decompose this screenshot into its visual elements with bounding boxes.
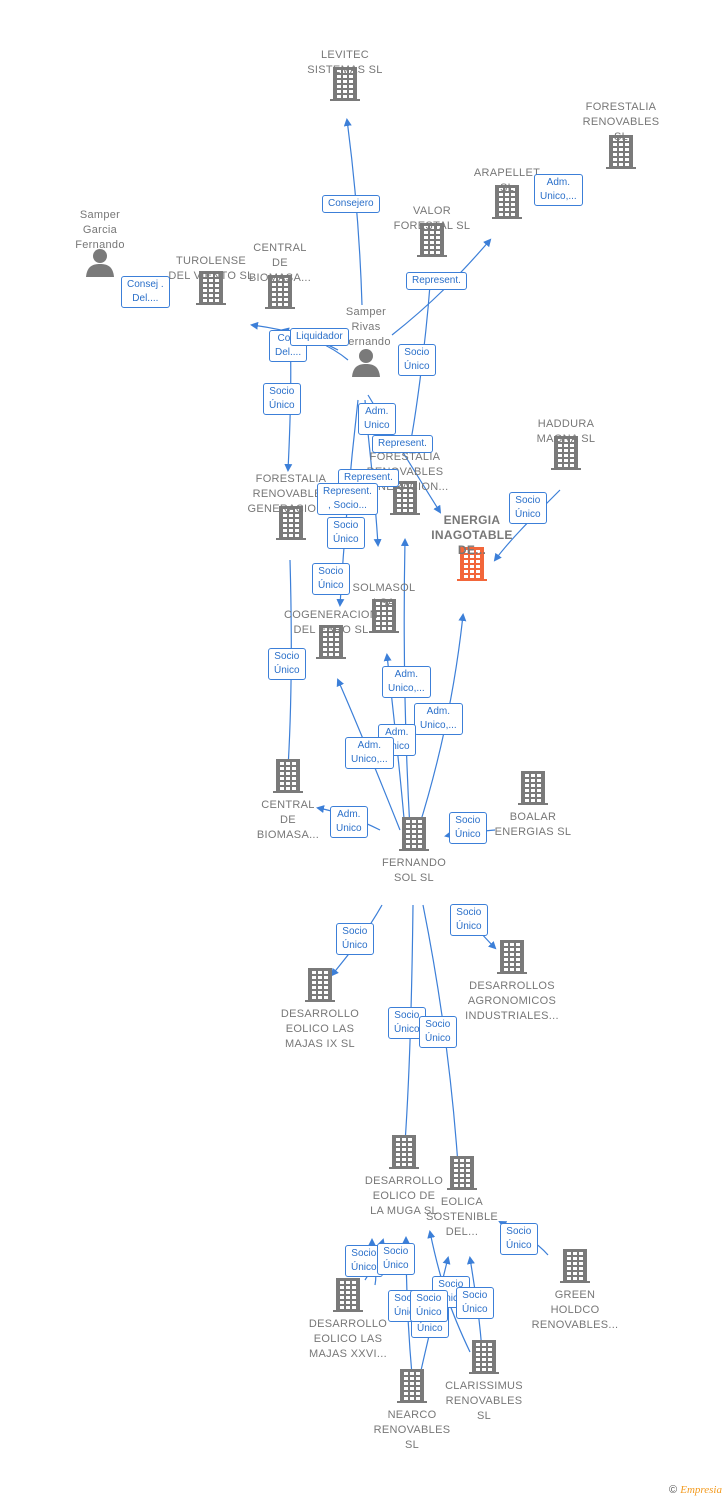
node-label-eolica[interactable]: EOLICA SOSTENIBLE DEL...: [425, 1196, 499, 1238]
role-badge[interactable]: Adm. Unico: [358, 403, 396, 435]
building-icon[interactable]: [265, 275, 295, 314]
building-icon[interactable]: [518, 771, 548, 810]
node-label-samper_rivas[interactable]: Samper Rivas Fernando: [341, 306, 391, 348]
brand-name: mpresia: [686, 1484, 722, 1496]
node-label-arapellet[interactable]: ARAPELLET SL: [473, 167, 541, 194]
role-badge[interactable]: Socio Único: [336, 923, 374, 955]
building-icon[interactable]: [305, 968, 335, 1007]
role-badge[interactable]: Adm. Unico,...: [534, 174, 583, 206]
node-label-des_majas_ix[interactable]: DESARROLLO EOLICO LAS MAJAS IX SL: [280, 1008, 360, 1050]
role-badge[interactable]: Socio Único: [263, 383, 301, 415]
node-label-cogeneracion[interactable]: COGENERACION DEL EBRO SL: [283, 609, 379, 636]
node-label-valor[interactable]: VALOR FORESTAL SL: [393, 205, 471, 232]
building-icon[interactable]: [560, 1249, 590, 1288]
building-icon[interactable]: [399, 817, 429, 856]
role-badge[interactable]: Socio Único: [419, 1016, 457, 1048]
node-label-turolense[interactable]: TUROLENSE DEL VIENTO SL: [168, 255, 254, 282]
building-icon[interactable]: [330, 67, 360, 106]
building-icon[interactable]: [417, 223, 447, 262]
node-label-central_bottom[interactable]: CENTRAL DE BIOMASA...: [256, 799, 320, 841]
role-badge[interactable]: Consej . Del....: [121, 276, 170, 308]
node-label-energia[interactable]: ENERGIA INAGOTABLE DE...: [431, 513, 513, 557]
role-badge[interactable]: Socio Único: [345, 1245, 383, 1277]
role-badge[interactable]: Socio Único: [327, 517, 365, 549]
node-label-central_top[interactable]: CENTRAL DE BIOMASA...: [248, 242, 312, 284]
role-badge[interactable]: Adm. Unico,...: [414, 703, 463, 735]
role-badge[interactable]: Adm. Unico,...: [345, 737, 394, 769]
role-badge[interactable]: Socio Único: [509, 492, 547, 524]
node-label-green[interactable]: GREEN HOLDCO RENOVABLES...: [531, 1289, 619, 1331]
node-label-haddura[interactable]: HADDURA MAGNA SL: [536, 418, 596, 445]
node-label-boalar[interactable]: BOALAR ENERGIAS SL: [494, 811, 572, 838]
building-icon[interactable]: [606, 135, 636, 174]
node-label-levitec[interactable]: LEVITEC SISTEMAS SL: [307, 49, 383, 76]
building-icon[interactable]: [469, 1340, 499, 1379]
role-badge[interactable]: Adm. Unico: [330, 806, 368, 838]
role-badge[interactable]: Represent. , Socio...: [317, 483, 378, 515]
role-badge[interactable]: Socio Único: [312, 563, 350, 595]
building-icon[interactable]: [333, 1278, 363, 1317]
role-badge[interactable]: Socio Único: [377, 1243, 415, 1275]
building-icon[interactable]: [551, 436, 581, 475]
role-badge[interactable]: Socio Único: [410, 1290, 448, 1322]
building-icon[interactable]: [389, 1135, 419, 1174]
node-label-forestalia_gen[interactable]: FORESTALIA RENOVABLES GENERACION...: [247, 473, 335, 515]
person-icon[interactable]: [85, 247, 115, 282]
building-icon[interactable]: [497, 940, 527, 979]
building-icon[interactable]: [492, 185, 522, 224]
brand-watermark: © Empresia: [669, 1484, 722, 1496]
building-icon[interactable]: [276, 506, 306, 545]
building-icon[interactable]: [457, 547, 487, 586]
node-label-des_majas_xxvi[interactable]: DESARROLLO EOLICO LAS MAJAS XXVI...: [308, 1318, 388, 1360]
copyright-mark: ©: [669, 1484, 678, 1496]
person-icon[interactable]: [351, 347, 381, 382]
building-icon[interactable]: [447, 1156, 477, 1195]
role-badge[interactable]: Socio Único: [449, 812, 487, 844]
building-icon[interactable]: [273, 759, 303, 798]
node-label-nearco[interactable]: NEARCO RENOVABLES SL: [373, 1409, 451, 1451]
role-badge[interactable]: Adm. Unico,...: [382, 666, 431, 698]
role-badge[interactable]: Socio Único: [500, 1223, 538, 1255]
role-badge[interactable]: Socio Único: [456, 1287, 494, 1319]
role-badge[interactable]: Socio Único: [450, 904, 488, 936]
building-icon[interactable]: [196, 271, 226, 310]
node-label-forestalia_ren[interactable]: FORESTALIA RENOVABLES SL: [582, 101, 660, 143]
role-badge[interactable]: Socio Único: [268, 648, 306, 680]
building-icon[interactable]: [369, 599, 399, 638]
node-label-clarissimus[interactable]: CLARISSIMUS RENOVABLES SL: [445, 1380, 523, 1422]
role-badge[interactable]: Liquidador: [290, 328, 349, 346]
node-label-samper_garcia[interactable]: Samper Garcia Fernando: [75, 209, 125, 251]
edge-haddura: [493, 489, 561, 562]
role-badge[interactable]: Co... Del....: [269, 330, 308, 362]
node-label-solmasol[interactable]: SOLMASOL I SA: [352, 582, 416, 609]
node-label-des_agron[interactable]: DESARROLLOS AGRONOMICOS INDUSTRIALES...: [465, 980, 559, 1022]
role-badge[interactable]: Represent.: [372, 435, 433, 453]
role-badge[interactable]: Represent.: [406, 272, 467, 290]
node-label-des_muga[interactable]: DESARROLLO EOLICO DE LA MUGA SL: [364, 1175, 444, 1217]
brand-initial: E: [680, 1484, 687, 1496]
role-badge[interactable]: Socio Único: [398, 344, 436, 376]
building-icon[interactable]: [397, 1369, 427, 1408]
edge-socio-valor-forestalia: [407, 284, 431, 447]
role-badge[interactable]: Consejero: [322, 195, 380, 213]
building-icon[interactable]: [316, 625, 346, 664]
node-label-fernando_sol[interactable]: FERNANDO SOL SL: [381, 857, 447, 884]
